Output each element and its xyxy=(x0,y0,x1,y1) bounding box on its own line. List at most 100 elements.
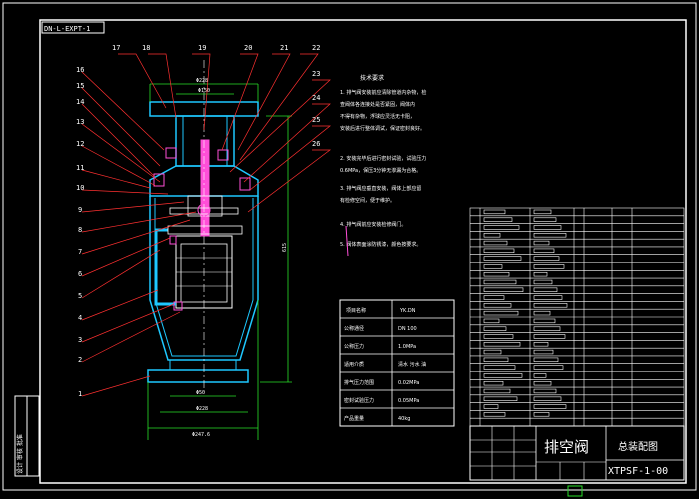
spec-row-5-value: 40kg xyxy=(398,416,410,422)
note-line-3: 安装后进行整体调试，保证密封良好。 xyxy=(340,125,425,132)
parts-list-text-mark xyxy=(483,256,522,261)
parts-list-text-mark xyxy=(483,217,513,222)
callout-12: 12 xyxy=(76,140,84,148)
parts-list-text-mark xyxy=(483,365,516,370)
spec-header-name: 项目名称 xyxy=(346,307,366,314)
callout-2: 2 xyxy=(78,356,82,364)
dim-bottom-mid: Φ228 xyxy=(196,406,208,412)
parts-list-text-mark xyxy=(533,303,568,308)
callouts-top: 17 18 19 20 21 22 xyxy=(112,44,320,52)
parts-list-text-mark xyxy=(483,318,500,324)
note-line-6: 3. 排气阀应垂直安装，阀体上部应留 xyxy=(340,185,421,192)
note-line-1: 查阀体各连接处是否紧固，阀体内 xyxy=(340,101,415,108)
callout-6: 6 xyxy=(78,270,82,278)
parts-list-text-mark xyxy=(533,357,559,363)
page-marker xyxy=(567,485,583,497)
note-line-7: 有检修空间，便于维护。 xyxy=(340,197,395,204)
parts-list-text-mark xyxy=(483,349,502,355)
spec-row-0-label: 公称通径 xyxy=(344,325,364,332)
parts-list-text-mark xyxy=(533,271,548,277)
parts-list-text-mark xyxy=(533,373,547,378)
leaders-left xyxy=(81,71,197,397)
parts-list-text-mark xyxy=(533,388,557,394)
callout-18: 18 xyxy=(142,44,150,52)
parts-list-text-mark xyxy=(533,287,558,292)
parts-list-text-mark xyxy=(533,334,566,339)
title-block-name: 排空阀 xyxy=(544,438,589,456)
parts-list-text-mark xyxy=(483,303,512,308)
callout-21: 21 xyxy=(280,44,288,52)
parts-list-text-mark xyxy=(483,295,505,300)
callout-7: 7 xyxy=(78,248,82,256)
callout-5: 5 xyxy=(78,292,82,300)
callout-17: 17 xyxy=(112,44,120,52)
parts-list-text-mark xyxy=(483,396,518,401)
parts-list-text-mark xyxy=(483,334,514,339)
callout-1: 1 xyxy=(78,390,82,398)
dim-top-outer: Φ228 xyxy=(196,78,208,84)
callout-4: 4 xyxy=(78,314,82,322)
title-tab: DN-L-EXPT-1 xyxy=(44,25,90,33)
spec-header-model: YK.DN xyxy=(399,308,416,314)
parts-list-text-mark xyxy=(483,233,501,238)
callout-10: 10 xyxy=(76,184,84,192)
parts-list xyxy=(469,207,685,427)
callout-8: 8 xyxy=(78,226,82,234)
note-line-8: 4. 排气阀前应安装检修阀门。 xyxy=(340,221,406,228)
parts-list-text-mark xyxy=(483,357,509,363)
parts-list-text-mark xyxy=(533,342,549,347)
parts-list-text-mark xyxy=(533,365,564,370)
title-block-drawing-no: XTPSF-1-00 xyxy=(608,466,668,477)
parts-list-text-mark xyxy=(533,404,567,409)
callout-24: 24 xyxy=(312,94,320,102)
parts-list-text-mark xyxy=(483,373,523,378)
parts-list-text-mark xyxy=(533,217,557,222)
callout-9: 9 xyxy=(78,206,82,214)
callout-20: 20 xyxy=(244,44,252,52)
callout-11: 11 xyxy=(76,164,84,172)
parts-list-text-mark xyxy=(483,209,506,215)
spec-row-1-label: 公称压力 xyxy=(344,343,364,350)
spec-row-4-label: 密封试验压力 xyxy=(344,397,374,404)
note-line-2: 不得有杂物，浮球应灵活无卡阻， xyxy=(340,113,415,120)
dim-height: 615 xyxy=(282,243,288,252)
valve-assembly xyxy=(147,60,259,390)
title-block-drawing-title: 总装配图 xyxy=(618,440,658,453)
parts-list-text-mark xyxy=(533,248,555,254)
parts-list-text-mark xyxy=(483,279,517,285)
parts-list-text-mark xyxy=(483,225,520,230)
parts-list-text-mark xyxy=(483,240,508,246)
parts-list-text-mark xyxy=(533,396,562,401)
parts-list-text-mark xyxy=(483,412,506,417)
parts-list-text-mark xyxy=(483,380,504,386)
parts-list-text-mark xyxy=(483,388,511,394)
title-tab-box xyxy=(41,21,105,34)
parts-list-text-mark xyxy=(533,349,554,355)
parts-list-text-mark xyxy=(483,248,515,254)
callout-3: 3 xyxy=(78,336,82,344)
parts-list-text-mark xyxy=(533,380,552,386)
spec-row-4-value: 0.05MPa xyxy=(398,398,419,404)
parts-list-text-mark xyxy=(483,271,510,277)
parts-list-text-mark xyxy=(533,264,565,269)
parts-list-text-mark xyxy=(483,287,524,292)
dim-bottom-outer: Φ247.6 xyxy=(192,432,210,438)
callout-22: 22 xyxy=(312,44,320,52)
parts-list-text-mark xyxy=(483,310,519,316)
spec-row-3-value: 0.02MPa xyxy=(398,380,419,386)
parts-list-text-mark xyxy=(533,295,563,300)
parts-list-text-mark xyxy=(533,318,556,324)
technical-notes: 技术要求 1. 排气阀安装前应清除管道内杂物，检 查阀体各连接处是否紧固，阀体内… xyxy=(340,74,426,248)
leaders-top xyxy=(118,53,332,213)
left-strip-text: 设计 审核 批准 xyxy=(16,434,24,474)
callout-16: 16 xyxy=(76,66,84,74)
inner-frame xyxy=(39,19,687,484)
parts-list-text-mark xyxy=(533,225,562,230)
spec-row-5-label: 产品重量 xyxy=(344,415,364,422)
notes-heading: 技术要求 xyxy=(360,74,384,82)
parts-list-text-mark xyxy=(533,326,561,331)
callout-14: 14 xyxy=(76,98,84,106)
parts-list-text-mark xyxy=(533,412,550,417)
parts-list-text-mark xyxy=(533,279,553,285)
note-line-4: 2. 安装完毕后进行密封试验，试验压力 xyxy=(340,155,426,162)
